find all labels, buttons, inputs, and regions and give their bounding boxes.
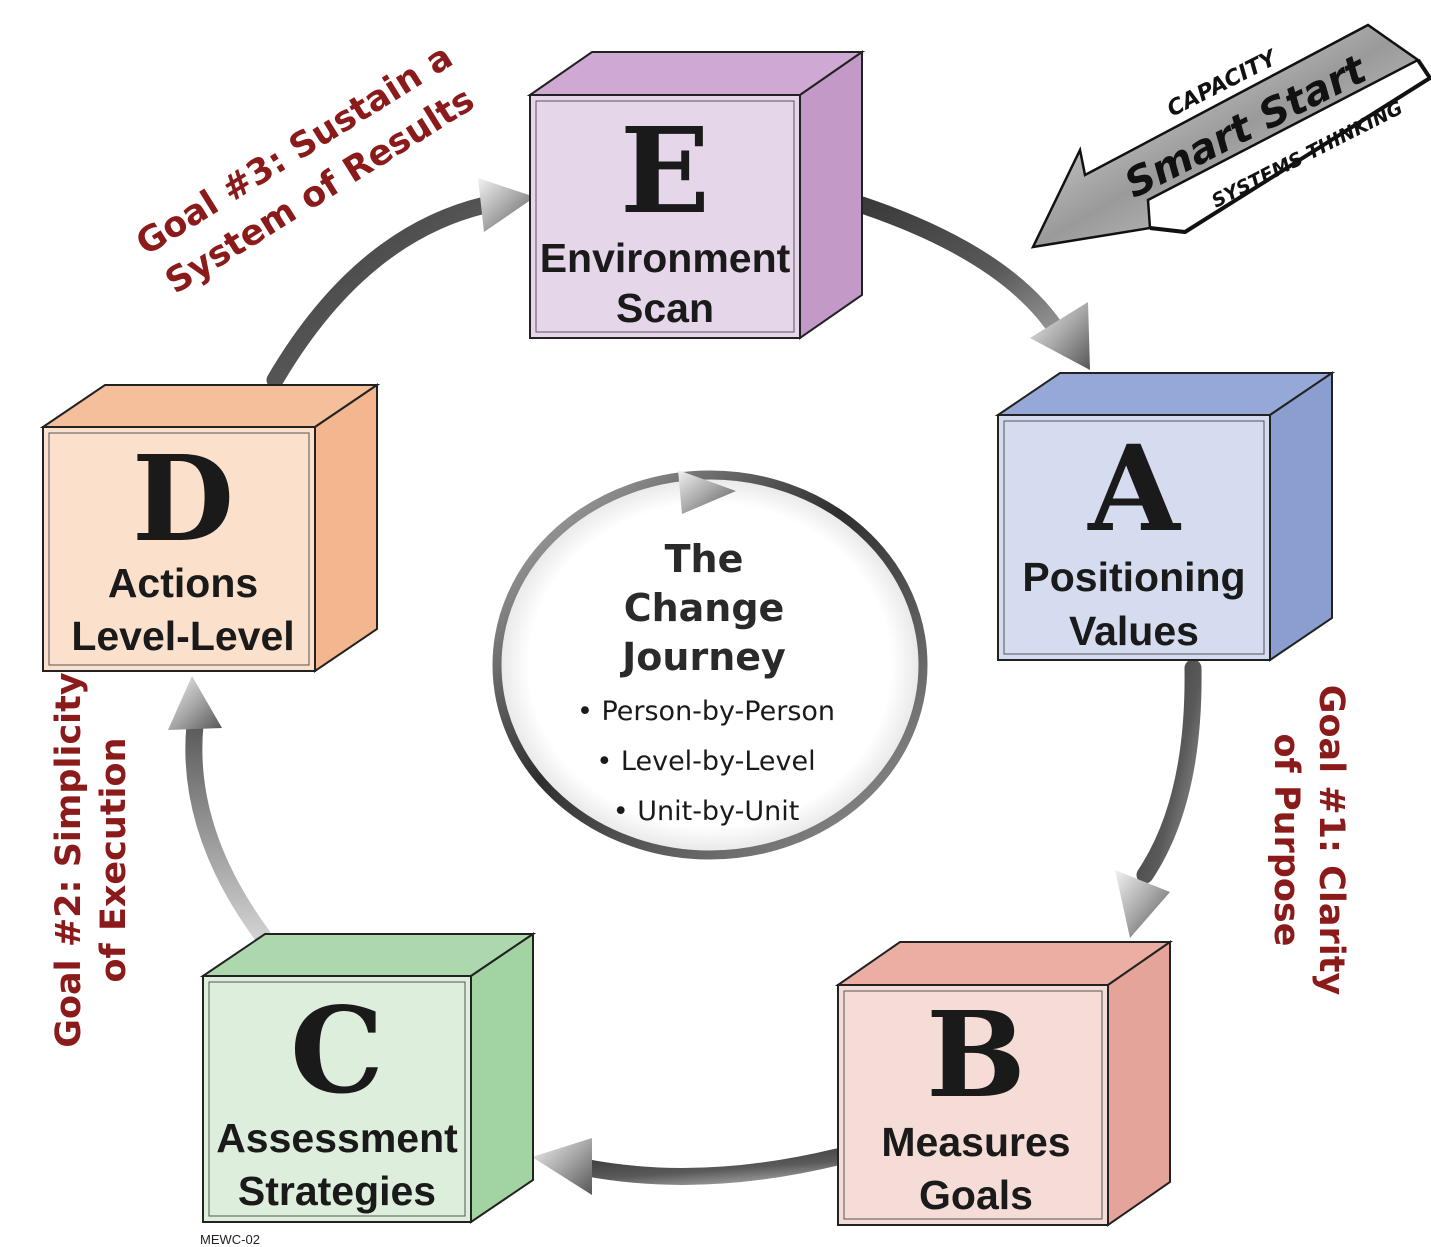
- cube-c-label-1: Assessment: [216, 1115, 458, 1161]
- smart-start-badge: CAPACITY Smart Start SYSTEMS THINKING: [1030, 23, 1431, 249]
- cube-a-label-2: Values: [1069, 608, 1199, 654]
- arrow-head-d-to-e: [478, 178, 535, 232]
- center-title-line-3: Journey: [619, 635, 786, 679]
- cube-e-label-2: Scan: [616, 285, 714, 331]
- diagram-code: MEWC-02: [200, 1232, 260, 1247]
- cube-e-letter: E: [620, 101, 710, 240]
- arrow-b-to-c: [574, 1148, 846, 1185]
- cube-a-label-1: Positioning: [1022, 554, 1245, 600]
- arrow-c-to-d: [185, 716, 271, 944]
- center-title-line-2: Change: [624, 586, 785, 630]
- cube-a-letter: A: [1087, 419, 1181, 558]
- cycle-arrows: [168, 178, 1202, 1195]
- goal-2-label: Goal #2: Simplicity of Execution: [49, 672, 134, 1048]
- cube-d-letter: D: [132, 429, 234, 568]
- center-item-person: • Person-by-Person: [577, 696, 835, 727]
- cube-c: C Assessment Strategies: [199, 932, 537, 1224]
- goal-1-line-1: Goal #1: Clarity: [1311, 685, 1351, 996]
- cube-d-label-2: Level-Level: [71, 613, 294, 659]
- cube-e: E Environment Scan: [526, 50, 866, 340]
- cube-c-letter: C: [290, 981, 384, 1120]
- arrow-d-to-e: [266, 196, 494, 389]
- arrow-head-e-to-a: [1030, 302, 1090, 370]
- arrow-e-to-a: [853, 196, 1069, 344]
- goal-2-line-2: of Execution: [94, 737, 134, 982]
- center-arrow-head: [678, 470, 736, 514]
- smart-start-arrow-shape: [1030, 23, 1421, 249]
- cube-d: D Actions Level-Level: [39, 383, 381, 673]
- goal-1-line-2: of Purpose: [1266, 734, 1306, 947]
- cube-a: A Positioning Values: [994, 371, 1336, 662]
- cube-b-label-1: Measures: [881, 1119, 1070, 1165]
- cube-b-letter: B: [926, 985, 1026, 1124]
- arrow-a-to-b: [1136, 659, 1202, 884]
- arrow-head-b-to-c: [532, 1138, 592, 1195]
- goal-3-label: Goal #3: Sustain a System of Results: [129, 37, 481, 302]
- center-item-unit: • Unit-by-Unit: [613, 796, 800, 827]
- cube-d-label-1: Actions: [108, 560, 258, 606]
- center-title-line-1: The: [665, 537, 744, 581]
- cube-e-label-1: Environment: [540, 235, 791, 281]
- arrow-head-c-to-d: [168, 676, 222, 730]
- cube-b: B Measures Goals: [834, 940, 1174, 1227]
- center-journey: The Change Journey • Person-by-Person • …: [492, 470, 928, 860]
- cube-c-label-2: Strategies: [238, 1168, 436, 1214]
- goal-1-label: Goal #1: Clarity of Purpose: [1266, 685, 1351, 996]
- center-item-level: • Level-by-Level: [596, 746, 815, 777]
- goal-2-line-1: Goal #2: Simplicity: [49, 672, 89, 1048]
- arrow-head-a-to-b: [1115, 870, 1170, 938]
- cube-b-label-2: Goals: [919, 1172, 1033, 1218]
